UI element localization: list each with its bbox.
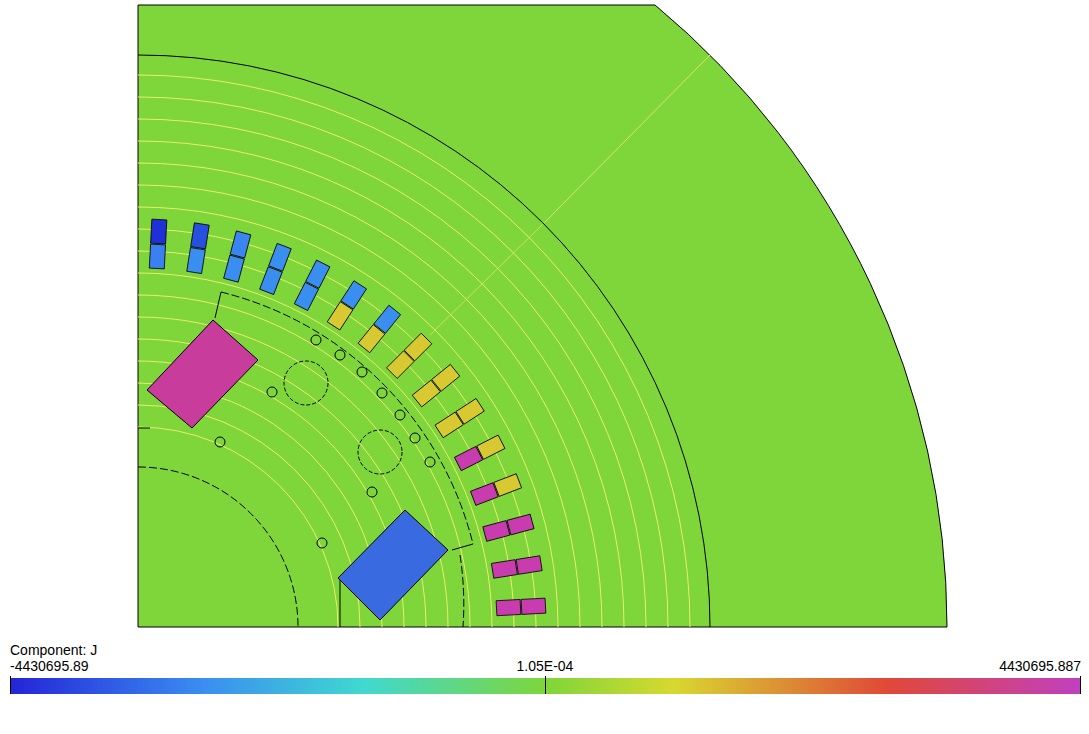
scale-title: Component: J — [10, 642, 97, 658]
scale-min: -4430695.89 — [10, 658, 89, 674]
scale-max: 4430695.887 — [999, 658, 1081, 674]
scale-mid: 1.05E-04 — [517, 658, 574, 674]
